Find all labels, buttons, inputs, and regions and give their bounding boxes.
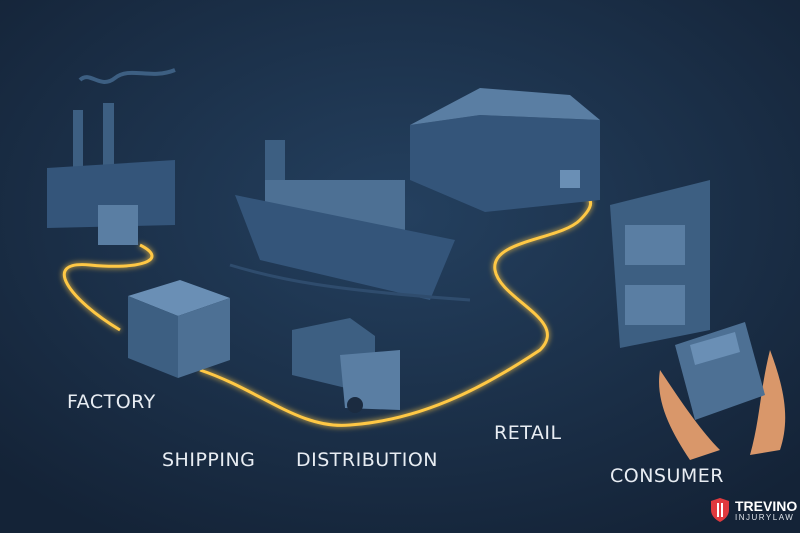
factory-icon	[47, 68, 176, 245]
retail-shelf-icon	[610, 180, 710, 348]
hands-holding-device-icon	[659, 322, 786, 460]
logo-name: TREVINO	[735, 497, 798, 514]
stage-label-shipping: SHIPPING	[162, 449, 256, 471]
supply-path	[62, 188, 593, 427]
stage-label-distribution: DISTRIBUTION	[296, 449, 439, 471]
warehouse-icon	[410, 88, 600, 212]
stage-label-factory: FACTORY	[67, 391, 156, 413]
shield-icon	[711, 498, 729, 522]
stage-label-consumer: CONSUMER	[610, 465, 725, 487]
cargo-ship-icon	[229, 140, 471, 302]
trevino-logo: TREVINO INJURYLAW	[709, 498, 797, 522]
logo-tagline: INJURYLAW	[735, 512, 795, 522]
truck-icon	[292, 318, 400, 413]
package-icon	[128, 280, 230, 378]
stage-label-retail: RETAIL	[494, 422, 562, 444]
